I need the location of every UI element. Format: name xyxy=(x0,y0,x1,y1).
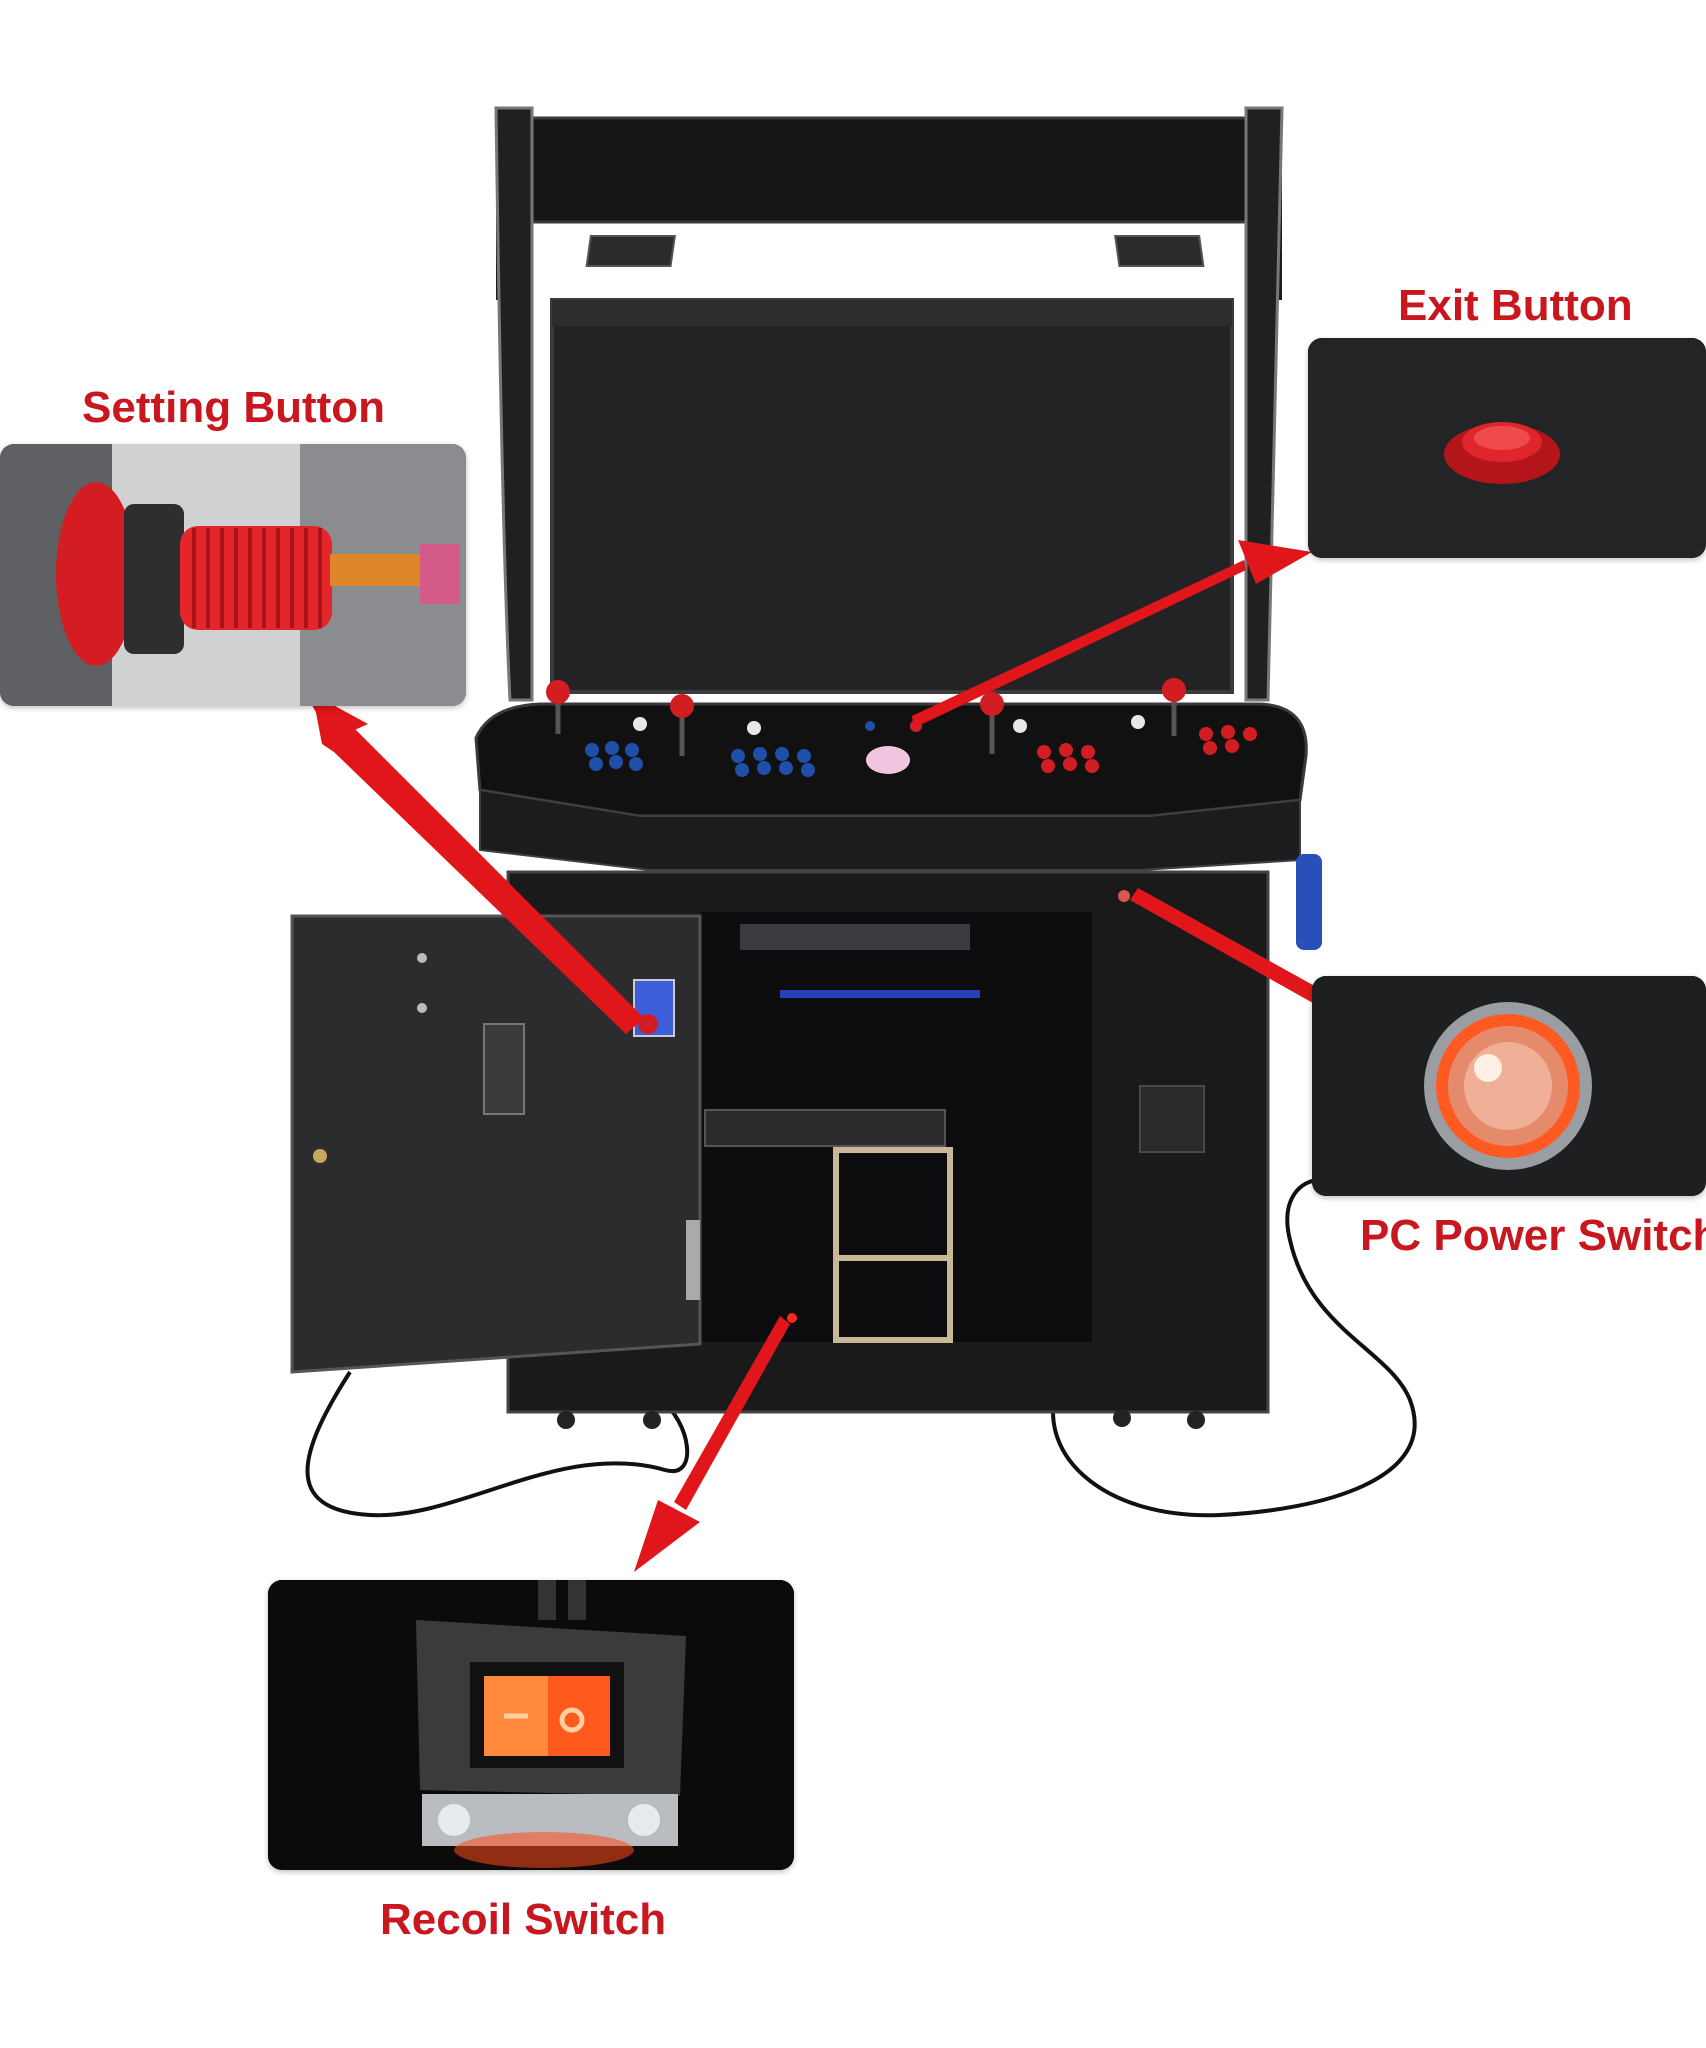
callout-arrows xyxy=(302,540,1412,1572)
blue-buttons xyxy=(585,721,875,777)
pc-power-switch-label: PC Power Switch xyxy=(1360,1211,1706,1260)
control-panel xyxy=(474,678,1308,871)
pc-power-switch-location xyxy=(1118,890,1130,902)
open-door xyxy=(290,914,702,1374)
joysticks xyxy=(546,678,1186,756)
trackball xyxy=(866,746,910,774)
exit-button-label: Exit Button xyxy=(1398,281,1633,330)
setting-button-inset xyxy=(0,444,466,706)
cabinet-right-side xyxy=(1244,106,1284,702)
cabinet-screen xyxy=(550,298,1234,694)
recoil-switch-inset xyxy=(268,1580,794,1870)
arrow-setting-button xyxy=(312,692,644,1034)
arrow-recoil-switch xyxy=(674,1316,790,1510)
illuminated-metal-push-switch-icon xyxy=(1312,976,1706,1196)
recoil-switch-label: Recoil Switch xyxy=(380,1895,667,1944)
red-rocker-switch-icon xyxy=(268,1580,794,1870)
setting-button-label: Setting Button xyxy=(82,383,386,432)
cabinet-left-side xyxy=(494,106,534,702)
recoil-switch-location xyxy=(787,1313,797,1323)
red-arcade-button-icon xyxy=(0,444,466,706)
cabinet-marquee xyxy=(496,108,1282,300)
exit-button-inset xyxy=(1308,338,1706,558)
arrow-exit-button xyxy=(912,560,1246,728)
pc-power-switch-inset xyxy=(1312,976,1706,1196)
red-push-button-icon xyxy=(1308,338,1706,558)
